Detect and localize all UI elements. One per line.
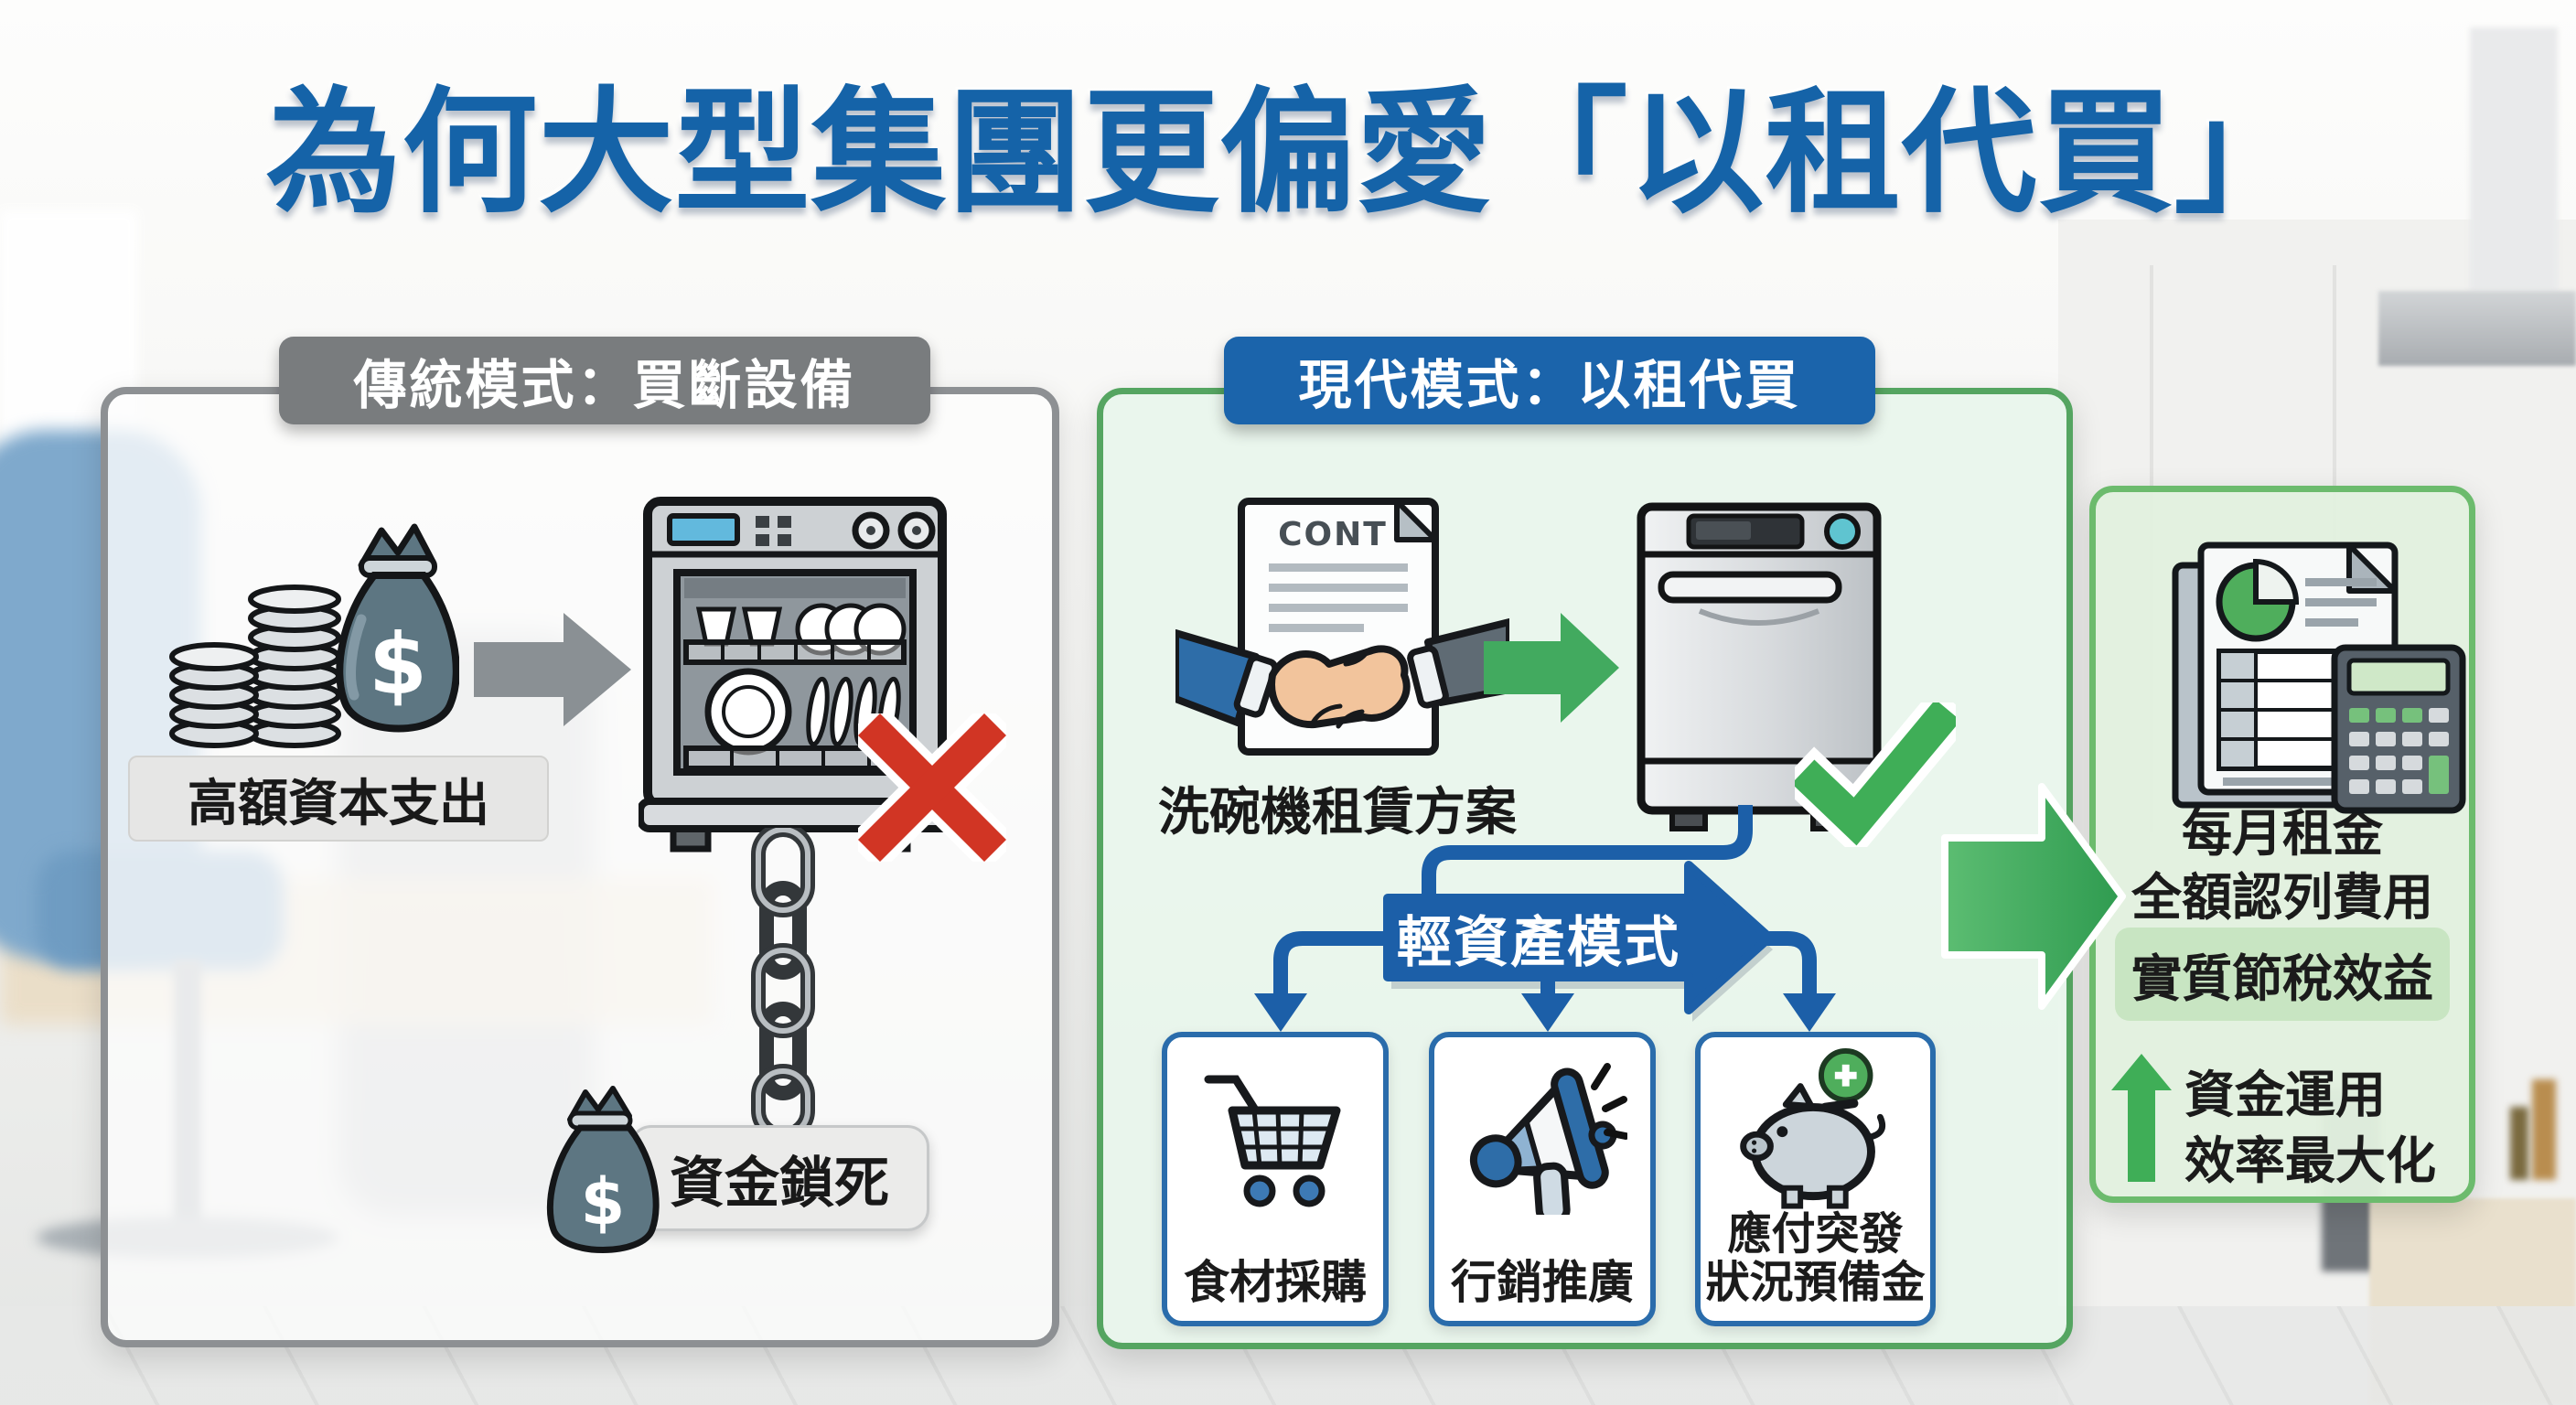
light-asset-banner-label: 輕資產模式	[1388, 898, 1690, 977]
page-title: 為何大型集團更偏愛「以租代買」	[265, 74, 2311, 231]
benefit-line1-text: 每月租金	[2181, 804, 2383, 863]
background-bottle	[2532, 1079, 2556, 1180]
dishwasher-closed-icon	[1637, 502, 1882, 831]
box-label-line1: 行銷推廣	[1451, 1256, 1634, 1309]
dollar-sign: $	[581, 1164, 626, 1239]
marketing-box: 行銷推廣	[1429, 1032, 1656, 1326]
green-arrow-icon	[1484, 613, 1619, 723]
benefit-line2-text: 全額認列費用	[2131, 868, 2433, 927]
piggy-bank-icon	[1739, 1047, 1885, 1209]
red-x-icon	[858, 713, 1006, 862]
money-bag-icon: $	[336, 523, 459, 733]
efficiency-line1: 資金運用	[2184, 1054, 2477, 1127]
tax-benefit-text: 實質節稅效益	[2131, 949, 2433, 1008]
box-label-line1: 應付突發	[1727, 1207, 1904, 1260]
light-asset-banner-text: 輕資產模式	[1397, 910, 1680, 975]
capital-locked-label: 資金鎖死	[670, 1151, 889, 1216]
benefit-line2: 全額認列費用	[2089, 856, 2475, 929]
capital-locked-pill: 資金鎖死	[629, 1125, 929, 1231]
traditional-model-header: 傳統模式：買斷設備	[279, 337, 930, 424]
dollar-sign: $	[369, 616, 427, 713]
emergency-reserve-box: 應付突發 狀況預備金	[1695, 1032, 1936, 1326]
report-calculator-icon	[2172, 542, 2466, 814]
megaphone-icon	[1469, 1063, 1627, 1215]
modern-model-header-label: 現代模式：以租代買	[1298, 354, 1801, 416]
tax-benefit-pill: 實質節稅效益	[2115, 928, 2450, 1021]
capex-label-pill: 高額資本支出	[128, 756, 549, 842]
gray-arrow-icon	[474, 613, 631, 726]
background-range-hood	[2378, 291, 2576, 366]
contract-handshake-icon: CONT	[1175, 498, 1509, 756]
green-up-arrow-icon	[2111, 1054, 2172, 1182]
rental-plan-text: 洗碗機租賃方案	[1158, 783, 1517, 842]
efficiency-line2: 效率最大化	[2184, 1120, 2477, 1193]
background-range-hood-flue	[2470, 27, 2558, 293]
background-bottle	[2510, 1107, 2528, 1180]
coin-stack-icon	[169, 585, 341, 748]
efficiency-line2-text: 效率最大化	[2184, 1132, 2437, 1190]
contract-doc-label: CONT	[1278, 516, 1388, 553]
chain-icon	[751, 828, 815, 1137]
rental-plan-label: 洗碗機租賃方案	[1109, 771, 1566, 845]
food-procurement-box: 食材採購	[1162, 1032, 1389, 1326]
green-check-icon	[1795, 702, 1956, 847]
money-bag-small-icon: $	[546, 1086, 660, 1253]
capital-money-bag-icon: $	[169, 523, 459, 748]
benefit-line1: 每月租金	[2089, 792, 2475, 865]
modern-model-header: 現代模式：以租代買	[1224, 337, 1875, 424]
shopping-cart-icon	[1204, 1075, 1341, 1207]
box-label-line1: 食材採購	[1184, 1256, 1367, 1309]
box-label-line2: 狀況預備金	[1705, 1257, 1926, 1309]
efficiency-line1-text: 資金運用	[2184, 1066, 2387, 1124]
traditional-model-header-label: 傳統模式：買斷設備	[353, 354, 856, 416]
capex-label: 高額資本支出	[187, 774, 489, 832]
calculator-glyph	[2331, 644, 2466, 814]
